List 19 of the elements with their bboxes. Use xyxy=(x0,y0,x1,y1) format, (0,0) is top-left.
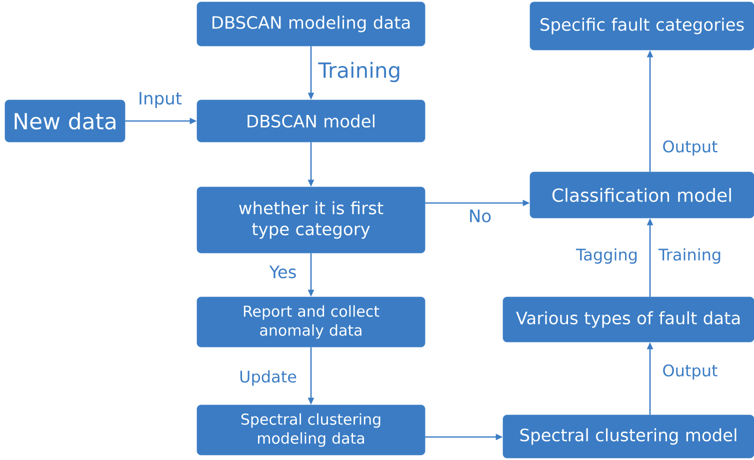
edge-label: Training xyxy=(657,247,723,265)
edge-label: Training xyxy=(317,60,402,84)
process-box: Various types of fault data xyxy=(502,296,754,342)
edge-label: Yes xyxy=(268,264,298,280)
process-box: Spectral clustering model xyxy=(502,414,754,458)
edge-label: Input xyxy=(137,91,184,109)
process-box: whether it is first type category xyxy=(196,186,426,254)
process-box: DBSCAN model xyxy=(196,100,426,142)
process-box: Spectral clustering modeling data xyxy=(196,404,426,456)
edge-label: Update xyxy=(238,369,298,387)
process-box: Classification model xyxy=(530,172,754,218)
edge-label: No xyxy=(467,208,493,224)
process-box: Specific fault categories xyxy=(530,2,754,50)
edge-label: Output xyxy=(661,363,719,381)
process-box: New data xyxy=(4,100,126,142)
side-note: Tagging xyxy=(575,247,639,265)
edge-label: Output xyxy=(661,139,719,157)
process-box: DBSCAN modeling data xyxy=(196,2,426,46)
process-box: Report and collect anomaly data xyxy=(196,296,426,348)
